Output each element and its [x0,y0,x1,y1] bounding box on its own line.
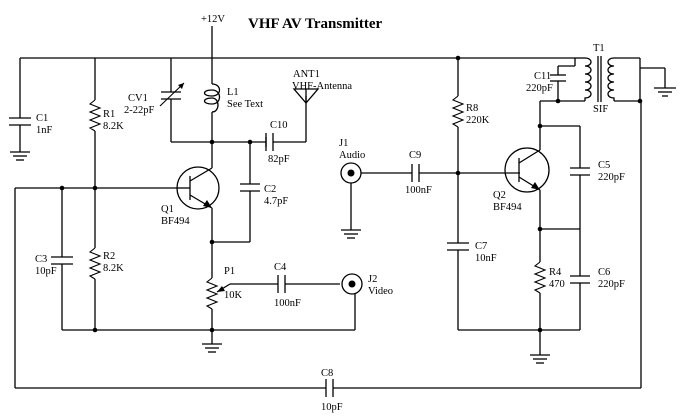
t1-ref: T1 [593,43,605,54]
c10-capacitor [265,96,307,151]
c6-value: 220pF [598,279,625,290]
ground-symbol-j1 [341,229,361,239]
ground-symbol-t1 [654,87,676,97]
c11-value: 220pF [526,83,553,94]
t1-transformer [575,56,666,102]
l1-value: See Text [227,99,263,110]
r4-value: 470 [549,279,565,290]
r4-ref: R4 [549,267,562,278]
c8-capacitor [14,101,642,397]
p1-value: 10K [224,290,243,301]
r1-ref: R1 [103,109,115,120]
ground-symbol-c1 [10,151,30,161]
q1-ref: Q1 [161,204,174,215]
r1-value: 8.2K [103,121,124,132]
c2-value: 4.7pF [264,196,288,207]
q2-transistor [504,126,550,262]
r2-resistor [88,188,102,330]
r1-resistor [88,58,102,188]
r2-value: 8.2K [103,263,124,274]
c4-ref: C4 [274,262,287,273]
audio-jack-icon [340,162,412,230]
c2-ref: C2 [264,184,276,195]
r8-resistor [451,58,465,243]
cv1-value: 2-22pF [124,105,154,116]
video-jack-icon [341,273,363,330]
t1-value: SIF [593,104,608,115]
l1-ref: L1 [227,87,239,98]
c1-value: 1nF [36,125,53,136]
r4-resistor [533,261,547,355]
c7-ref: C7 [475,241,487,252]
p1-ref: P1 [224,266,235,277]
j1-value: Audio [339,150,365,161]
cv1-ref: CV1 [128,93,148,104]
c3-ref: C3 [35,254,47,265]
ground-symbol-q1 [202,343,222,353]
q1-value: BF494 [161,216,190,227]
l1-inductor [203,58,221,142]
j1-ref: J1 [339,138,348,149]
supply-label: +12V [201,14,225,25]
c7-value: 10nF [475,253,497,264]
c9-capacitor [411,164,520,182]
r2-ref: R2 [103,251,115,262]
c3-capacitor [51,188,73,330]
q1-transistor [176,142,220,278]
ground-symbol-q2 [530,354,550,364]
antenna-icon [292,88,320,104]
r8-ref: R8 [466,103,478,114]
c11-ref: C11 [534,71,551,82]
j2-ref: J2 [368,274,377,285]
r8-value: 220K [466,115,490,126]
c9-ref: C9 [409,150,421,161]
c3-value: 10pF [35,266,57,277]
c4-value: 100nF [274,298,301,309]
c8-ref: C8 [321,368,333,379]
q2-ref: Q2 [493,190,506,201]
c7-capacitor [447,242,469,330]
c1-capacitor [9,58,31,152]
p1-potentiometer [205,277,278,344]
diagram-title: VHF AV Transmitter [248,16,383,32]
j2-value: Video [368,286,393,297]
c10-value: 82pF [268,154,290,165]
c5-value: 220pF [598,172,625,183]
c6-ref: C6 [598,267,610,278]
ant1-value: VHF-Antenna [292,81,352,92]
ant1-ref: ANT1 [293,69,320,80]
c4-capacitor [277,275,340,293]
c5-capacitor [570,126,590,229]
c9-value: 100nF [405,185,432,196]
c6-capacitor [570,229,590,330]
c8-value: 10pF [321,402,343,413]
c5-ref: C5 [598,160,610,171]
q2-value: BF494 [493,202,522,213]
c11-capacitor [540,58,585,102]
c2-capacitor [212,142,260,243]
c1-ref: C1 [36,113,48,124]
cv1-variable-capacitor [159,58,185,142]
c10-ref: C10 [270,120,288,131]
